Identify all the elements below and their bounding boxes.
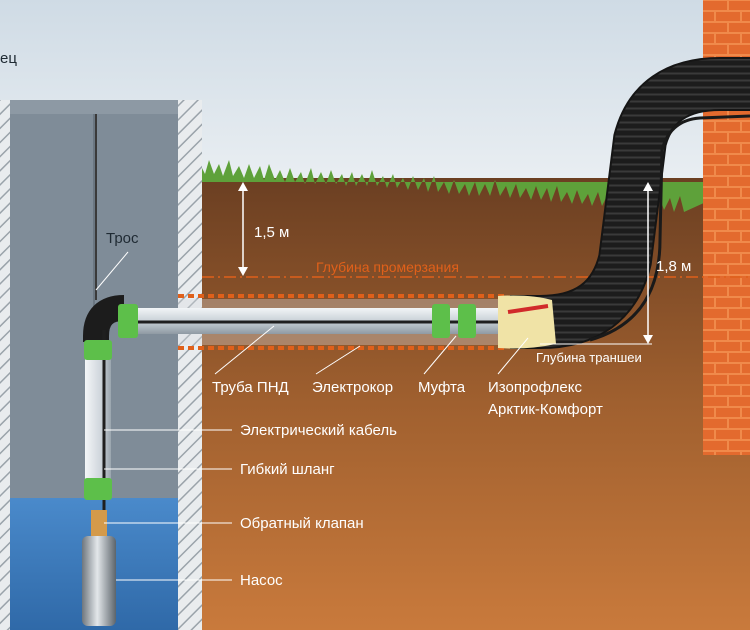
- cable-to-house: [589, 114, 750, 342]
- coupling-label: Муфта: [418, 379, 466, 396]
- coupling-lower: [84, 478, 112, 500]
- pump-label: Насос: [240, 572, 283, 589]
- isoproflex-heating-cable: [507, 304, 549, 314]
- trench-depth-label: Глубина траншеи: [536, 350, 642, 365]
- isoproflex-label-line2: Арктик-Комфорт: [488, 401, 603, 418]
- leader-lines: [95, 251, 529, 581]
- electrokor-label: Электрокор: [312, 379, 393, 396]
- corner-fragment-label: ец: [0, 50, 17, 67]
- check-valve-label: Обратный клапан: [240, 515, 364, 532]
- coupling-elbow-top: [118, 304, 138, 338]
- coupling-elbow-side: [84, 340, 112, 360]
- dimension-1-8m: [643, 182, 653, 344]
- well-wall-right: [178, 100, 202, 630]
- coupling-horizontal-b: [458, 304, 476, 338]
- isoproflex-corrugation: [510, 59, 750, 347]
- isoproflex-label-line1: Изопрофлекс: [488, 379, 582, 396]
- well-wall-left: [0, 100, 10, 630]
- freezing-depth-label: Глубина промерзания: [316, 259, 459, 275]
- vertical-pipe: [85, 342, 111, 482]
- rope-label: Трос: [106, 230, 139, 247]
- electric-cable-label: Электрический кабель: [240, 422, 397, 439]
- well-shaft-top: [10, 100, 178, 114]
- pump: [82, 536, 116, 626]
- flexible-hose-label: Гибкий шланг: [240, 461, 335, 478]
- isoproflex-insulation-cutaway: [498, 295, 556, 349]
- hdpe-pipe-label: Труба ПНД: [212, 379, 289, 396]
- depth-1-5-label: 1,5 м: [254, 224, 289, 241]
- coupling-horizontal-a: [432, 304, 450, 338]
- check-valve: [91, 510, 107, 536]
- dimension-1-5m: [238, 182, 248, 276]
- depth-1-8-label: 1,8 м: [656, 258, 691, 275]
